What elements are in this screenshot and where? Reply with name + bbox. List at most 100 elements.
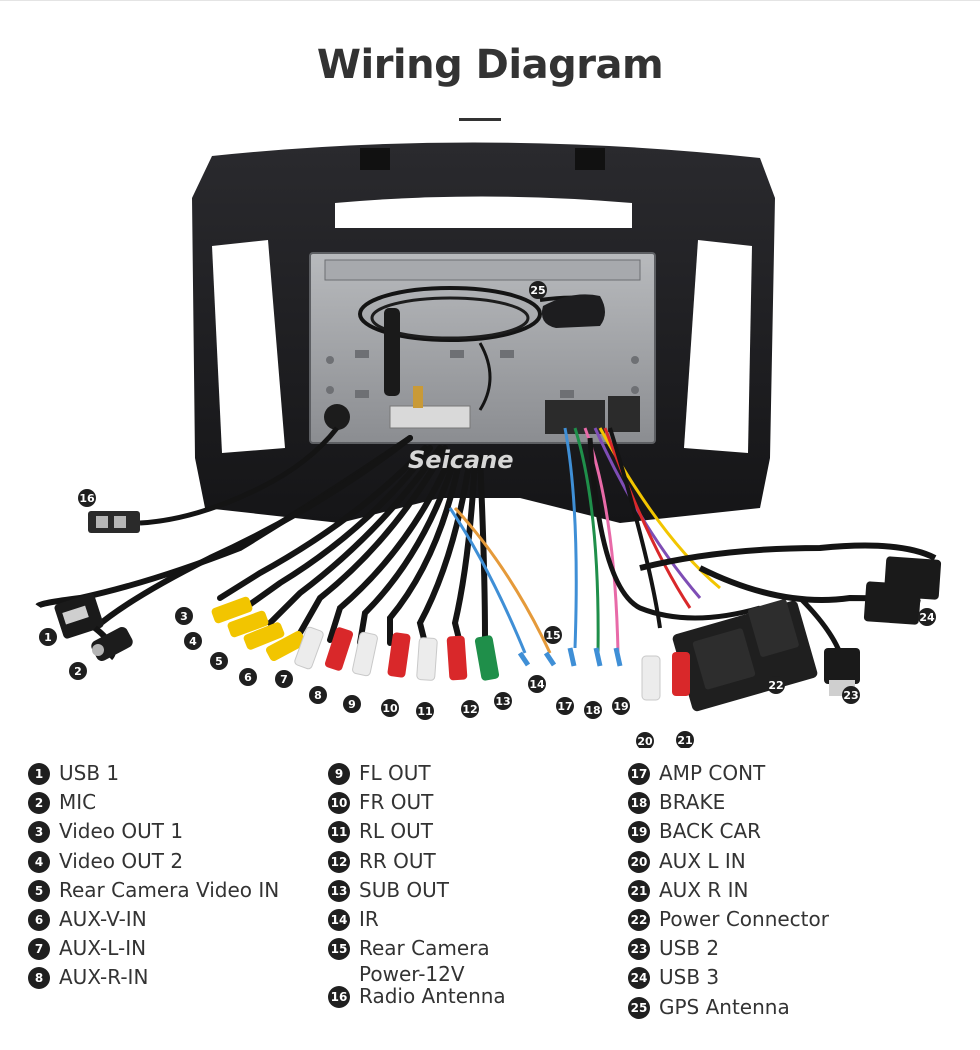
title-underline bbox=[459, 118, 501, 121]
legend-badge: 14 bbox=[328, 908, 350, 931]
callout-6: 6 bbox=[239, 668, 257, 686]
callout-24: 24 bbox=[918, 608, 936, 626]
callout-1: 1 bbox=[39, 628, 57, 646]
top-divider bbox=[0, 0, 980, 1]
callout-18: 18 bbox=[584, 701, 602, 719]
svg-text:24: 24 bbox=[919, 611, 935, 624]
callout-5: 5 bbox=[210, 652, 228, 670]
svg-text:21: 21 bbox=[677, 734, 692, 747]
legend-label: USB 1 bbox=[59, 761, 120, 785]
wire-tips-left bbox=[517, 651, 557, 667]
callout-markers: 1 2 3 4 5 6 7 8 9 10 11 12 13 14 15 16 1… bbox=[39, 281, 936, 748]
page-title: Wiring Diagram bbox=[316, 42, 664, 88]
legend-label: Rear Camera Power-12V bbox=[359, 936, 490, 987]
legend-item: 3 Video OUT 1 bbox=[28, 818, 279, 847]
legend-label: AUX R IN bbox=[659, 877, 749, 902]
legend-badge: 18 bbox=[628, 792, 650, 815]
rca-plug-row bbox=[211, 596, 500, 681]
svg-text:1: 1 bbox=[44, 631, 52, 644]
legend-label: FL OUT bbox=[359, 761, 431, 785]
legend-item: 19 BACK CAR bbox=[628, 818, 829, 847]
svg-text:18: 18 bbox=[585, 704, 600, 717]
callout-17: 17 bbox=[556, 697, 574, 715]
callout-2: 2 bbox=[69, 662, 87, 680]
svg-text:20: 20 bbox=[637, 735, 653, 748]
legend-label: AUX-V-IN bbox=[59, 906, 147, 931]
callout-7: 7 bbox=[275, 670, 293, 688]
legend-label: AUX-R-IN bbox=[59, 965, 149, 990]
legend-badge: 19 bbox=[628, 821, 650, 844]
callout-14: 14 bbox=[528, 675, 546, 693]
svg-text:5: 5 bbox=[215, 655, 223, 668]
legend-label: RR OUT bbox=[359, 848, 436, 873]
callout-8: 8 bbox=[309, 686, 327, 704]
legend-item: 25 GPS Antenna bbox=[628, 994, 829, 1023]
svg-text:8: 8 bbox=[314, 689, 322, 702]
svg-text:25: 25 bbox=[530, 284, 545, 297]
gps-antenna bbox=[358, 286, 605, 411]
legend-label: AMP CONT bbox=[659, 761, 766, 785]
legend-badge: 5 bbox=[28, 879, 50, 902]
callout-11: 11 bbox=[416, 702, 434, 720]
usb2-usb3-cables bbox=[639, 542, 942, 696]
legend-badge: 13 bbox=[328, 879, 350, 902]
svg-text:12: 12 bbox=[462, 703, 477, 716]
sensor-wires bbox=[448, 506, 552, 654]
callout-19: 19 bbox=[612, 697, 630, 715]
callout-9: 9 bbox=[343, 695, 361, 713]
legend-label: Rear Camera Video IN bbox=[59, 877, 280, 902]
callout-10: 10 bbox=[381, 699, 399, 717]
legend-badge: 2 bbox=[28, 792, 50, 815]
svg-text:19: 19 bbox=[613, 700, 628, 713]
legend-badge: 25 bbox=[628, 996, 650, 1019]
legend-label: USB 2 bbox=[659, 936, 720, 961]
callout-25: 25 bbox=[529, 281, 547, 299]
legend-label: Radio Antenna bbox=[359, 984, 506, 1009]
product-illustration: Seicane 1 2 3 4 5 6 7 8 9 10 11 12 13 14… bbox=[35, 142, 942, 748]
legend-label: SUB OUT bbox=[359, 877, 450, 902]
svg-text:23: 23 bbox=[843, 689, 858, 702]
svg-text:16: 16 bbox=[79, 492, 95, 505]
legend-label: BRAKE bbox=[659, 790, 726, 815]
svg-text:13: 13 bbox=[495, 695, 510, 708]
svg-text:2: 2 bbox=[74, 665, 82, 678]
legend-item: 5 Rear Camera Video IN bbox=[28, 877, 279, 906]
svg-text:14: 14 bbox=[529, 678, 545, 691]
legend-label: Power Connector bbox=[659, 906, 829, 931]
svg-text:10: 10 bbox=[382, 702, 398, 715]
legend-badge: 23 bbox=[628, 938, 650, 961]
callout-16: 16 bbox=[78, 489, 96, 507]
legend-label: AUX L IN bbox=[659, 848, 746, 873]
callout-20: 20 bbox=[636, 732, 654, 748]
usb1-mic-cables bbox=[35, 593, 133, 661]
radio-antenna-cable bbox=[88, 426, 339, 533]
legend-item: 13 SUB OUT bbox=[328, 877, 506, 906]
svg-text:11: 11 bbox=[417, 705, 432, 718]
legend-label: BACK CAR bbox=[659, 819, 762, 844]
legend-label: GPS Antenna bbox=[659, 994, 790, 1019]
svg-text:3: 3 bbox=[180, 610, 188, 623]
callout-4: 4 bbox=[184, 632, 202, 650]
left-harness bbox=[77, 435, 488, 646]
legend-badge: 7 bbox=[28, 938, 50, 961]
legend-item: 1 USB 1 bbox=[28, 760, 279, 789]
legend-badge: 3 bbox=[28, 821, 50, 844]
legend-label: Video OUT 1 bbox=[59, 819, 184, 844]
legend-label: USB 3 bbox=[659, 965, 720, 990]
legend-label: AUX-L-IN bbox=[59, 936, 147, 961]
legend-badge: 1 bbox=[28, 763, 50, 785]
